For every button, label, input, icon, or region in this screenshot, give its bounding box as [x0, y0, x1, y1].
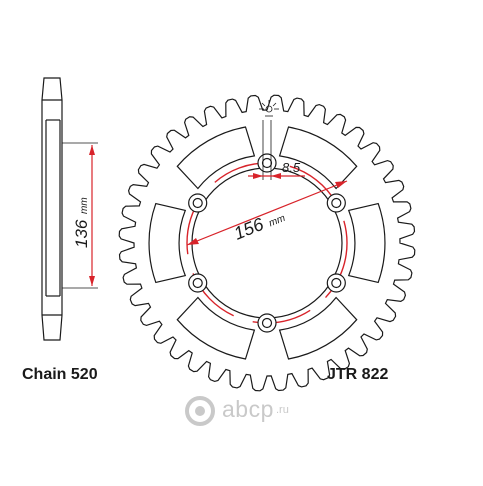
- window-cutout: [148, 202, 187, 284]
- dimension-156: 156 mm: [186, 180, 348, 246]
- bolt-circle-unit: mm: [267, 213, 287, 229]
- sprocket-side-view: [41, 77, 98, 341]
- bolt-hole-boss: [257, 153, 277, 173]
- bolt-hole-boss: [326, 193, 346, 213]
- side-height-unit: mm: [79, 197, 90, 214]
- bolt-hole: [331, 277, 342, 289]
- chain-label: Chain 520: [22, 366, 98, 383]
- bolt-hole-boss: [188, 273, 208, 293]
- dimension-136: 136 mm: [72, 145, 95, 286]
- bolt-hole: [192, 277, 203, 289]
- bolt-hole: [192, 197, 203, 209]
- part-number: JTR 822: [327, 366, 389, 383]
- window-cutout: [347, 202, 386, 284]
- watermark-icon: [185, 396, 215, 426]
- direction-icon: [259, 100, 279, 117]
- bolt-hole-boss: [257, 313, 277, 333]
- watermark-domain: .ru: [276, 404, 289, 416]
- dimension-8-5: 8.5: [248, 120, 305, 180]
- bolt-hole-value: 8.5: [282, 160, 301, 175]
- window-cutout: [176, 296, 256, 360]
- bolt-hole-boss: [188, 193, 208, 213]
- watermark-logo: abcp .ru: [180, 393, 320, 429]
- bolt-hole: [261, 317, 273, 329]
- bolt-circle: [186, 162, 348, 324]
- center-bore: [191, 167, 343, 319]
- window-cutout: [176, 126, 256, 190]
- watermark-brand: abcp: [222, 396, 274, 422]
- bolt-hole: [331, 197, 342, 209]
- window-cutout: [278, 296, 358, 360]
- side-height-value: 136: [72, 219, 91, 248]
- bolt-circle-value: 156: [231, 214, 267, 244]
- bolt-hole-boss: [326, 273, 346, 293]
- bolt-holes: [188, 153, 346, 333]
- window-cutout: [278, 126, 358, 190]
- lightening-windows: [148, 126, 386, 360]
- bolt-hole: [261, 157, 273, 169]
- sprocket-teeth-outline: [118, 94, 416, 392]
